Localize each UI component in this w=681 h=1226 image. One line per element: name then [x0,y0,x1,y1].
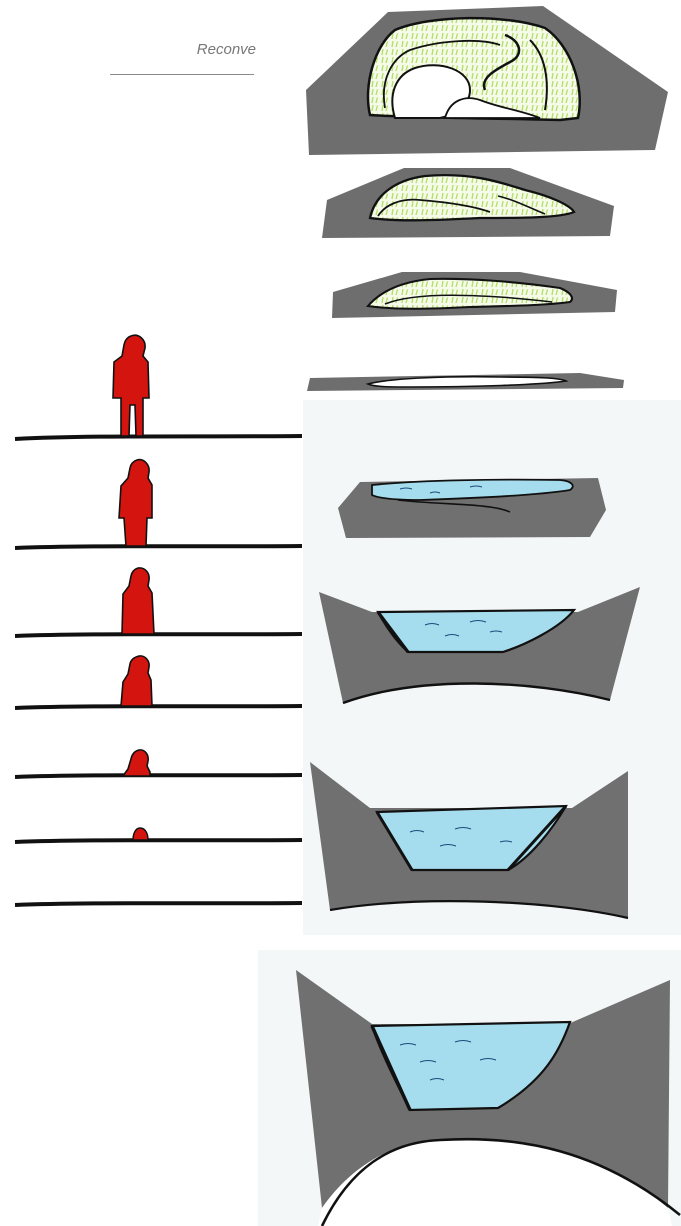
figure-frame-4 [15,656,302,708]
sketch-frame-3 [332,272,617,318]
figure-frame-2 [15,460,302,548]
figure-frame-3 [15,568,302,636]
figure-frame-7 [15,903,302,905]
figure-frame-6 [15,828,302,842]
sketch-frame-1 [306,6,668,155]
figure-frame-1 [15,335,302,439]
sketch-frame-4 [307,373,624,391]
sketch-frame-2 [322,168,614,238]
sketch-frame-5 [338,478,606,538]
figure-frame-5 [15,750,302,777]
